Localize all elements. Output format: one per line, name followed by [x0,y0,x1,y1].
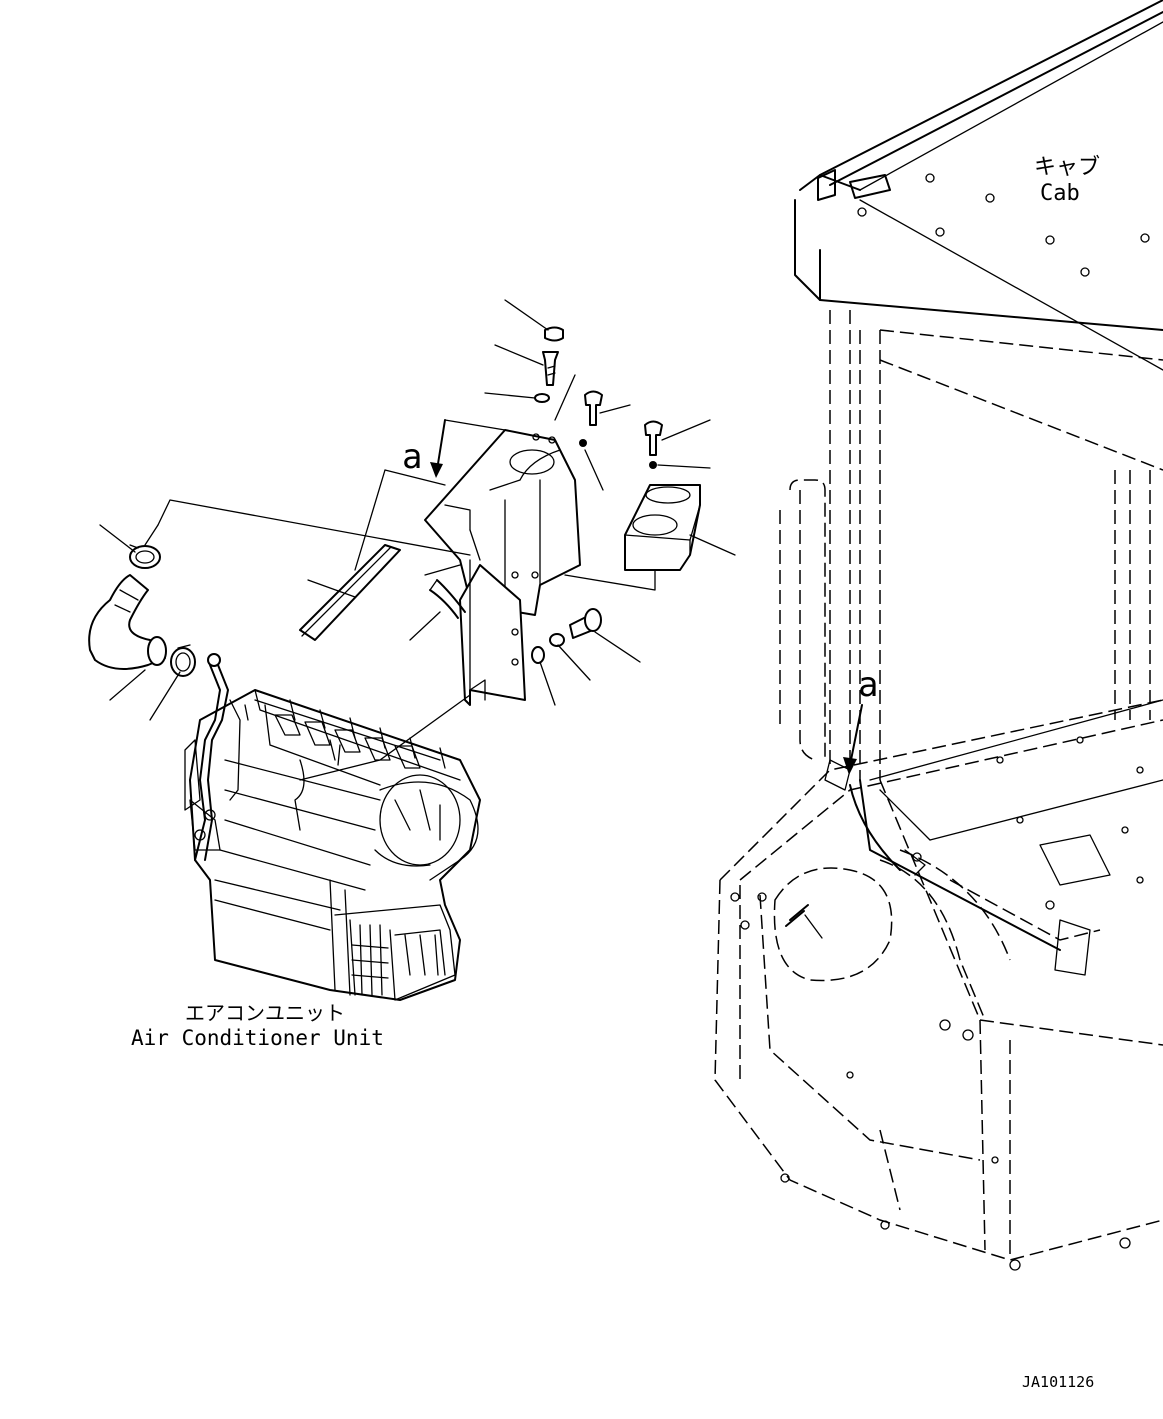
leader-lines [99,299,736,721]
drawing-id: JA101126 [1022,1373,1094,1391]
duct-assembly [88,326,701,706]
view-a-label-left: a [402,437,422,477]
ac-unit-label-en: Air Conditioner Unit [131,1026,384,1050]
cab-label-en: Cab [1040,181,1080,206]
ac-unit-label-ja: エアコンユニット [185,1001,345,1025]
view-a-label-right: a [858,665,878,705]
view-a-arrow-right [843,704,863,775]
cab-outline [714,0,1163,1271]
view-a-arrow-left [430,419,446,478]
air-conditioner-unit [184,653,481,1001]
cab-label-ja: キャブ [1034,155,1100,180]
